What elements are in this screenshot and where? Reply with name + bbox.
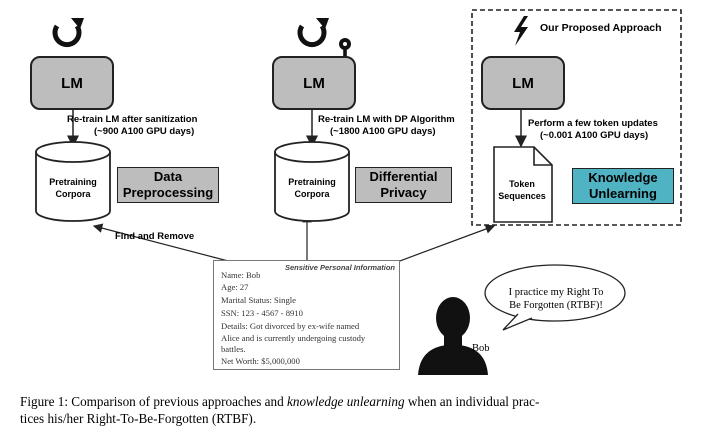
right-lm-box: LM xyxy=(481,56,565,110)
middle-arrow-label-1: Re-train LM with DP Algorithm xyxy=(318,114,455,125)
middle-lm-box: LM xyxy=(272,56,356,110)
differential-privacy-box: Differential Privacy xyxy=(355,167,452,203)
caption-suffix: when an individual prac- xyxy=(404,394,540,409)
person-silhouette-icon xyxy=(418,297,488,375)
sensitive-info-header: Sensitive Personal Information xyxy=(284,263,395,272)
middle-arrow-label-2: (~1800 A100 GPU days) xyxy=(330,126,436,137)
data-preprocessing-box: Data Preprocessing xyxy=(117,167,219,203)
knowledge-unlearning-label-2: Unlearning xyxy=(589,186,657,201)
caption-emphasis: knowledge unlearning xyxy=(287,394,405,409)
card-marital: Marital Status: Single xyxy=(221,295,296,305)
token-sequences-document xyxy=(493,146,553,223)
speech-bubble xyxy=(484,264,626,331)
knowledge-unlearning-label-1: Knowledge xyxy=(588,170,658,185)
right-arrow-label-1: Perform a few token updates xyxy=(528,118,658,129)
left-corpora-cylinder xyxy=(35,141,111,222)
find-remove-arrow xyxy=(92,223,233,263)
middle-corpora-cylinder xyxy=(274,141,350,222)
left-arrow-label-1: Re-train LM after sanitization xyxy=(67,114,198,125)
card-name: Name: Bob xyxy=(221,270,261,280)
caption-line-2: tices his/her Right-To-Be-Forgotten (RTB… xyxy=(20,411,257,426)
refresh-icon xyxy=(297,18,329,48)
left-arrow-label-2: (~900 A100 GPU days) xyxy=(94,126,195,137)
person-name: Bob xyxy=(472,343,490,354)
figure-caption: Figure 1: Comparison of previous approac… xyxy=(20,393,684,427)
left-corpora-label-1: Pretraining xyxy=(49,177,97,187)
data-preprocessing-label-1: Data xyxy=(153,169,183,184)
speech-line-2: Be Forgotten (RTBF)! xyxy=(509,300,603,311)
lightning-icon xyxy=(514,16,528,46)
speech-line-1: I practice my Right To xyxy=(508,287,604,298)
refresh-icon xyxy=(52,18,84,48)
proposed-approach-title: Our Proposed Approach xyxy=(540,22,662,34)
proposed-approach-frame xyxy=(471,9,682,226)
card-age: Age: 27 xyxy=(221,282,249,292)
card-net-worth: Net Worth: $5,000,000 xyxy=(221,356,300,366)
middle-corpora-label-1: Pretraining xyxy=(288,177,336,187)
card-to-right-arrow xyxy=(396,224,496,263)
token-label-2: Sequences xyxy=(498,191,546,201)
caption-prefix: Figure 1: Comparison of previous approac… xyxy=(20,394,287,409)
sensitive-info-card: Sensitive Personal Information Name: Bob… xyxy=(213,260,400,370)
find-remove-label: Find and Remove xyxy=(115,231,195,242)
card-details-2: Alice and is currently undergoing custod… xyxy=(221,333,366,343)
token-label-1: Token xyxy=(509,179,535,189)
card-ssn: SSN: 123 - 4567 - 8910 xyxy=(221,308,303,318)
differential-privacy-label-2: Privacy xyxy=(380,185,427,200)
data-preprocessing-label-2: Preprocessing xyxy=(122,185,214,200)
card-details-1: Details: Got divorced by ex-wife named xyxy=(221,321,360,331)
left-corpora-label-2: Corpora xyxy=(55,189,91,199)
differential-privacy-label-1: Differential xyxy=(369,169,438,184)
right-arrow-label-2: (~0.001 A100 GPU days) xyxy=(540,130,649,141)
speech-text: I practice my Right To Be Forgotten (RTB… xyxy=(494,286,618,312)
card-details-3: battles. xyxy=(221,344,246,354)
middle-corpora-label-2: Corpora xyxy=(294,189,330,199)
knowledge-unlearning-box: Knowledge Unlearning xyxy=(572,168,674,204)
left-lm-box: LM xyxy=(30,56,114,110)
